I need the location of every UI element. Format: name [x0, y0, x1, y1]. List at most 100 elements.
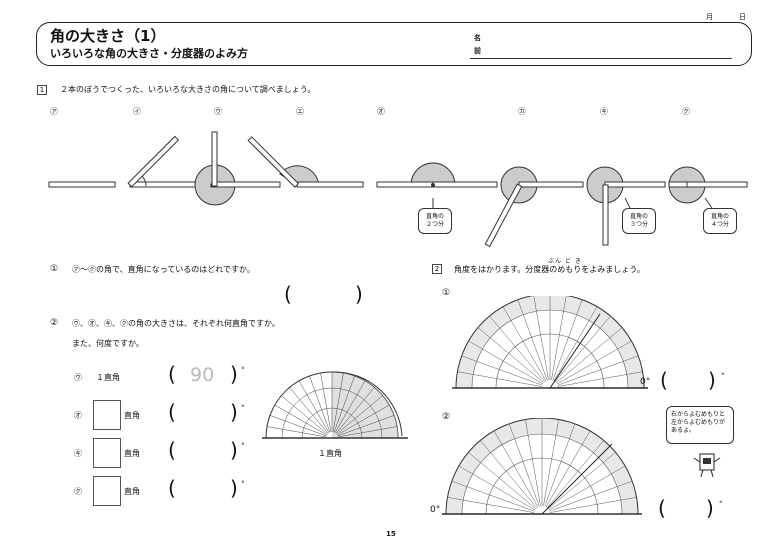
bubble-2-line1: 直角の — [629, 213, 648, 220]
bubble-1-line2: ２つ分 — [425, 221, 444, 228]
angle-label-ki: ㋖ — [600, 107, 608, 116]
s2-item1-zero-label: 0° — [640, 377, 651, 387]
protractor-spoke — [493, 430, 539, 508]
angle-sticks-illustration — [48, 131, 748, 248]
name-label-1: 名 — [474, 34, 481, 42]
hint-line1: 右からよむめもりと — [671, 411, 726, 418]
section1-instruction: ２本のぼうでつくった、いろいろな大きさの角について調べましょう。 — [60, 85, 316, 94]
protractor-spoke — [298, 380, 330, 433]
protractor-spoke — [337, 426, 398, 438]
angle-label-o: ㋔ — [377, 107, 385, 116]
q2-row4-label: ㋗ — [74, 487, 82, 496]
protractor-spoke — [332, 372, 344, 433]
q2-row2-value[interactable] — [185, 402, 225, 424]
protractor-spoke — [468, 340, 544, 385]
protractor-spoke — [337, 404, 390, 436]
bubble-2-line2: ３つ分 — [629, 221, 648, 228]
protractor-spoke — [553, 306, 598, 382]
day-label: 日 — [739, 13, 746, 21]
q2-row3-unit: 直角 — [124, 449, 140, 458]
angle-label-a: ㋐ — [50, 107, 58, 116]
protractor-spoke — [457, 371, 543, 387]
page-title: 角の大きさ（1） — [50, 27, 166, 45]
section2-number: 2 — [432, 264, 442, 274]
q2-row1-paren-close: ) — [230, 362, 238, 386]
protractor-spoke — [533, 296, 549, 381]
protractor-2 — [442, 418, 642, 515]
q2-row2-label: ㋔ — [74, 411, 82, 420]
q2-row4-value[interactable] — [185, 478, 225, 500]
protractor-spoke — [333, 375, 355, 433]
protractor-spoke — [551, 296, 567, 381]
bubble-1-line1: 直角の — [425, 213, 444, 220]
s2-item1-paren-open: ( — [660, 368, 668, 392]
month-label: 月 — [706, 13, 713, 21]
q2-row1-unit: 直角 — [104, 373, 120, 382]
character-illustration — [693, 453, 721, 478]
page-subtitle: いろいろな角の大きさ・分度器のよみ方 — [50, 47, 248, 60]
q2-row4-box[interactable] — [93, 476, 121, 506]
angle-label-i: ㋑ — [133, 107, 141, 116]
protractor-spoke — [557, 355, 639, 386]
protractor-spoke — [549, 497, 637, 513]
q2-text2: また、何度ですか。 — [72, 339, 144, 348]
q1-answer-field[interactable] — [298, 286, 348, 306]
protractor-spoke — [337, 415, 395, 437]
angle-label-ka: ㋕ — [518, 107, 526, 116]
bubble-two-right-angles: 直角の ２つ分 — [418, 208, 452, 234]
q2-row2-box[interactable] — [93, 400, 121, 430]
q2-row4-unit: 直角 — [124, 487, 140, 496]
page-number: 15 — [386, 530, 396, 538]
angle-label-ku: ㋗ — [682, 107, 690, 116]
q2-row3-box[interactable] — [93, 438, 121, 468]
q2-marker: ② — [50, 318, 59, 328]
q2-row4-paren-close: ) — [230, 476, 238, 500]
protractor-spoke — [525, 419, 541, 507]
protractor-spoke — [545, 430, 591, 508]
q2-row3-paren-open: ( — [168, 438, 176, 462]
q2-row3-value[interactable] — [185, 440, 225, 462]
protractor-spoke — [554, 315, 611, 383]
q2-row3-degree: ° — [241, 442, 245, 450]
protractor-spoke — [451, 480, 535, 512]
protractor-spoke — [336, 395, 383, 435]
s2-item2-answer[interactable] — [670, 500, 704, 520]
protractor-spoke — [549, 480, 633, 512]
small-protractor — [262, 371, 408, 439]
protractor-spoke — [556, 340, 632, 385]
s2-item2-zero-label: 0° — [430, 505, 441, 515]
q2-row1-value[interactable]: 90 — [190, 364, 215, 386]
protractor-spoke — [502, 306, 547, 382]
protractor-spoke — [546, 440, 604, 509]
section2-instruction: 角度をはかります。分度器のめもりをよみましょう。 — [454, 265, 645, 274]
q2-row2-paren-open: ( — [168, 400, 176, 424]
section1-number: 1 — [37, 85, 47, 95]
protractor-1 — [452, 296, 648, 389]
protractor-spoke — [548, 465, 626, 511]
q2-row3-label: ㋖ — [74, 449, 82, 458]
protractor-spoke — [480, 440, 538, 509]
protractor-spoke — [269, 415, 327, 437]
q1-marker: ① — [50, 264, 59, 274]
s2-item2-paren-close: ) — [706, 496, 714, 520]
protractor-spoke — [547, 452, 616, 510]
bubble-3-line1: 直角の — [710, 213, 729, 220]
protractor-spoke — [543, 419, 559, 507]
protractor-spoke — [544, 423, 576, 507]
s2-item1-answer[interactable] — [672, 372, 706, 392]
q1-paren-open: ( — [284, 282, 292, 306]
protractor-spoke — [477, 327, 545, 384]
q2-row4-paren-open: ( — [168, 476, 176, 500]
q2-row4-degree: ° — [241, 480, 245, 488]
protractor-spoke — [461, 355, 543, 386]
q2-row1-degree: ° — [241, 366, 245, 374]
protractor-spoke — [458, 465, 536, 511]
s2-item1-degree: ° — [721, 372, 725, 380]
name-label-2: 前 — [474, 47, 481, 55]
angle-label-e: ㋓ — [296, 107, 304, 116]
q1-text: ㋐～㋗の角で、直角になっているのはどれですか。 — [72, 265, 255, 274]
small-protractor-caption: １直角 — [318, 449, 342, 458]
protractor-spoke — [447, 497, 535, 513]
s2-item2-paren-open: ( — [658, 496, 666, 520]
header-box — [36, 22, 752, 66]
